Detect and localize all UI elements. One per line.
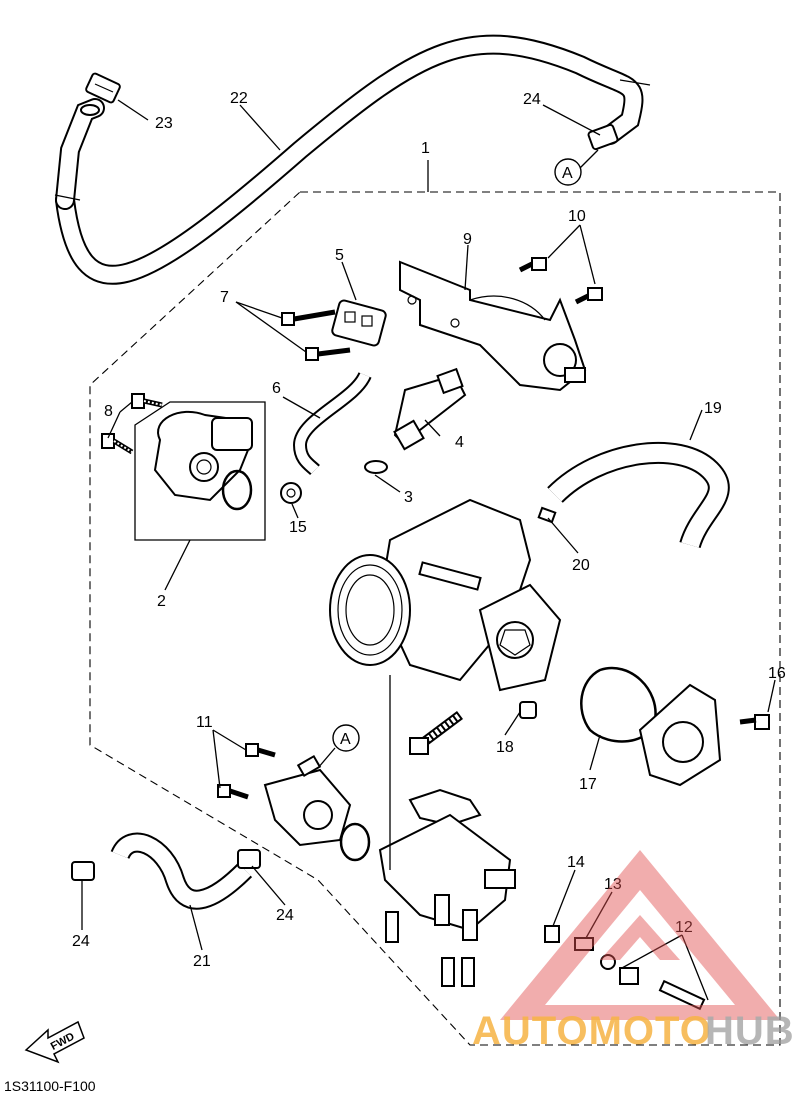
callout-19: 19 (704, 400, 722, 417)
callout-24-lower-left: 24 (72, 933, 90, 950)
part-hose-right (547, 441, 730, 549)
part-o-ring-small (364, 460, 388, 474)
callout-24-top: 24 (523, 91, 541, 108)
callout-10: 10 (568, 208, 586, 225)
callout-3: 3 (404, 489, 413, 506)
callout-20: 20 (572, 557, 590, 574)
part-screws-sensor (518, 257, 603, 305)
part-hose-lower (110, 832, 253, 910)
part-clip-20 (537, 506, 557, 524)
reference-label-a-lower: A (340, 731, 351, 748)
callout-24-lower-right: 24 (276, 907, 294, 924)
callout-9: 9 (463, 231, 472, 248)
part-gasket-17 (580, 666, 657, 743)
part-screw-16 (739, 714, 770, 730)
part-throttle-body (329, 498, 562, 692)
leader-lines (81, 99, 776, 1001)
reference-label-a-top: A (562, 165, 573, 182)
reference-marker-a-top: A (554, 158, 582, 186)
watermark-text-gray: HUB (705, 1009, 795, 1053)
part-fuel-injector (393, 367, 467, 451)
reference-marker-a-lower: A (332, 724, 360, 752)
part-throttle-position-sensor (134, 401, 266, 541)
part-screws-bracket (281, 309, 351, 361)
callout-21: 21 (193, 953, 211, 970)
callout-7: 7 (220, 289, 229, 306)
part-screws-tps (101, 393, 163, 455)
callout-16: 16 (768, 665, 786, 682)
callout-17: 17 (579, 776, 597, 793)
part-gasket-lower (408, 788, 482, 827)
part-nut (280, 482, 302, 504)
part-screws-lower (385, 911, 475, 987)
part-cover-16 (638, 683, 722, 787)
watermark-logo: AUTOMOTO HUB (472, 850, 795, 1053)
callout-12: 12 (675, 919, 693, 936)
callout-13: 13 (604, 876, 622, 893)
part-lower-body (378, 813, 516, 941)
callout-2: 2 (157, 593, 166, 610)
part-breather-hose (54, 34, 651, 285)
callout-labels: 1 2 3 4 5 6 7 8 9 10 11 12 13 14 15 16 1… (72, 90, 786, 970)
part-cap-18 (519, 701, 537, 719)
callout-22: 22 (230, 90, 248, 107)
callout-8: 8 (104, 403, 113, 420)
part-screws-fitting (217, 743, 276, 800)
callout-14: 14 (567, 854, 585, 871)
part-o-ring-fitting (339, 822, 371, 862)
callout-11: 11 (196, 714, 213, 731)
callout-4: 4 (455, 434, 464, 451)
watermark-inner-mark-icon (600, 915, 680, 960)
forward-arrow-icon: FWD (24, 1020, 85, 1064)
callout-5: 5 (335, 247, 344, 264)
part-small-parts (544, 925, 706, 1011)
part-hose-fitting (263, 754, 352, 847)
callout-6: 6 (272, 380, 281, 397)
part-idle-screw (409, 711, 463, 755)
assembly-boundary-dashed (89, 191, 781, 1046)
drawing-code: 1S31100-F100 (4, 1078, 96, 1094)
callout-15: 15 (289, 519, 307, 536)
watermark-text-orange: AUTOMOTO (472, 1009, 712, 1053)
watermark-triangle-icon (500, 850, 780, 1020)
part-hose-clip-top-left (85, 72, 121, 104)
callout-23: 23 (155, 115, 173, 132)
callout-1: 1 (421, 140, 430, 157)
part-small-hose (292, 371, 372, 476)
part-wiring-bracket-assembly (331, 260, 587, 392)
callout-18: 18 (496, 739, 514, 756)
part-hose-clip-top-right (587, 123, 619, 151)
part-clips-lower (71, 849, 261, 881)
